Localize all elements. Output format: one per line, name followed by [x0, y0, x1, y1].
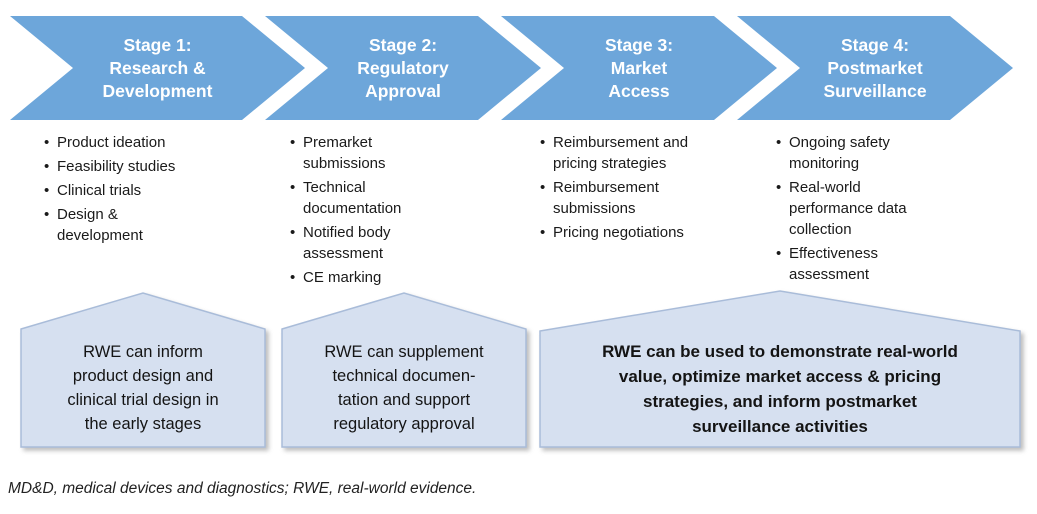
pentagon-shape — [539, 290, 1021, 448]
abbreviations-footnote: MD&D, medical devices and diagnostics; R… — [8, 480, 477, 497]
rwe-callout-stages-3-4-text: RWE can be used to demonstrate real-worl… — [602, 342, 958, 436]
stage-1-title: Stage 1: Research & Development — [102, 34, 213, 101]
rwe-callout-stages-3-4: RWE can be used to demonstrate real-worl… — [539, 290, 1021, 448]
bullet-item: Clinical trials — [44, 180, 259, 201]
bullet-item: Reimbursement submissions — [540, 177, 755, 219]
rwe-callout-stage-1-text: RWE can inform product design and clinic… — [67, 343, 219, 433]
bullet-item: Feasibility studies — [44, 156, 259, 177]
bullet-item: Product ideation — [44, 132, 259, 153]
bullet-item: Effectiveness assessment — [776, 243, 1001, 285]
stage-1-bullet-list: Product ideation Feasibility studies Cli… — [44, 132, 259, 249]
bullet-item: Reimbursement and pricing strategies — [540, 132, 755, 174]
rwe-callout-stage-1: RWE can inform product design and clinic… — [20, 292, 266, 448]
stage-4-title: Stage 4: Postmarket Surveillance — [823, 34, 927, 101]
bullet-item: CE marking — [290, 267, 505, 288]
stage-2-bullet-list: Premarket submissions Technical document… — [290, 132, 505, 291]
stage-3-title: Stage 3: Market Access — [604, 34, 674, 101]
bullet-item: Ongoing safety monitoring — [776, 132, 1001, 174]
stage-3-bullet-list: Reimbursement and pricing strategies Rei… — [540, 132, 755, 246]
bullet-item: Real-world performance data collection — [776, 177, 1001, 240]
stage-4-bullet-list: Ongoing safety monitoring Real-world per… — [776, 132, 1001, 288]
bullet-item: Design & development — [44, 204, 259, 246]
stage-3-arrow: Stage 3: Market Access — [501, 16, 777, 120]
stage-4-arrow: Stage 4: Postmarket Surveillance — [737, 16, 1013, 120]
bullet-item: Technical documentation — [290, 177, 505, 219]
stage-2-arrow: Stage 2: Regulatory Approval — [265, 16, 541, 120]
bullet-item: Premarket submissions — [290, 132, 505, 174]
rwe-callout-stage-2: RWE can supplement technical documen- ta… — [281, 292, 527, 448]
bullet-item: Pricing negotiations — [540, 222, 755, 243]
pentagon-shape — [281, 292, 527, 448]
bullet-item: Notified body assessment — [290, 222, 505, 264]
stage-2-title: Stage 2: Regulatory Approval — [357, 34, 449, 101]
rwe-callout-stage-2-text: RWE can supplement technical documen- ta… — [324, 343, 484, 433]
pentagon-shape — [20, 292, 266, 448]
stage-1-arrow: Stage 1: Research & Development — [10, 16, 305, 120]
